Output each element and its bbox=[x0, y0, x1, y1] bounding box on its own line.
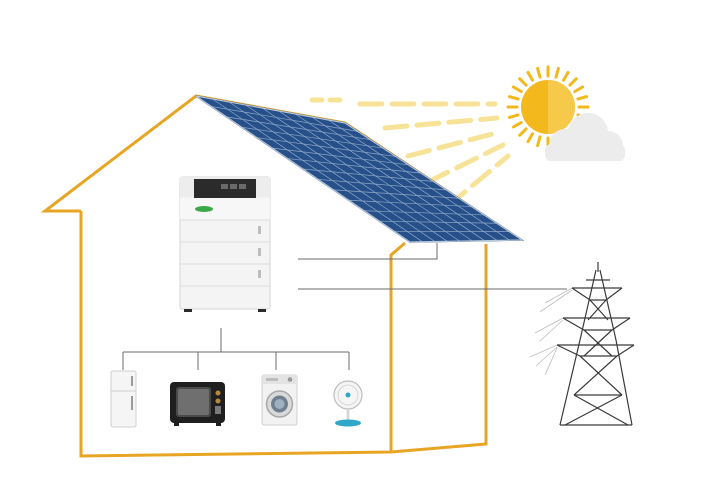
sun-ray bbox=[573, 85, 585, 93]
sun-ray bbox=[576, 95, 589, 101]
tv-icon bbox=[170, 382, 225, 426]
sun-ray bbox=[507, 113, 520, 119]
power-lines bbox=[529, 287, 573, 376]
sun-ray bbox=[526, 132, 534, 144]
panel-grid-line bbox=[287, 158, 421, 174]
sun-ray bbox=[554, 66, 560, 79]
washer-icon bbox=[261, 374, 298, 426]
sun-ray bbox=[536, 66, 542, 79]
sun-ray bbox=[568, 77, 578, 87]
panel-grid-line bbox=[226, 116, 371, 141]
cloud-icon bbox=[545, 113, 625, 161]
panel-grid-line bbox=[318, 179, 447, 191]
sun-ray bbox=[518, 127, 528, 137]
sun-ray bbox=[562, 70, 570, 82]
battery-storage-unit bbox=[179, 176, 271, 312]
sun-ray bbox=[526, 70, 534, 82]
panel-grid-line bbox=[241, 126, 383, 149]
panel-grid-line bbox=[379, 220, 497, 224]
sun-ray bbox=[511, 85, 523, 93]
sun-ray bbox=[518, 77, 528, 87]
brand-logo-icon bbox=[195, 206, 213, 212]
transmission-tower-icon bbox=[556, 262, 635, 426]
sun-ray bbox=[511, 121, 523, 129]
panel-grid-line bbox=[364, 210, 485, 216]
solar-panel bbox=[195, 95, 525, 243]
panel-grid-line bbox=[302, 168, 434, 182]
sun-ray bbox=[536, 135, 542, 148]
fan-icon bbox=[333, 380, 363, 427]
fridge-icon bbox=[110, 370, 137, 428]
panel-grid-line bbox=[257, 137, 396, 157]
sun-ray bbox=[507, 95, 520, 101]
panel-grid-line bbox=[272, 147, 409, 166]
wiring bbox=[122, 243, 567, 370]
panel-grid-line bbox=[333, 189, 459, 199]
panel-grid-line bbox=[211, 106, 358, 132]
panel-grid-line bbox=[348, 199, 472, 207]
